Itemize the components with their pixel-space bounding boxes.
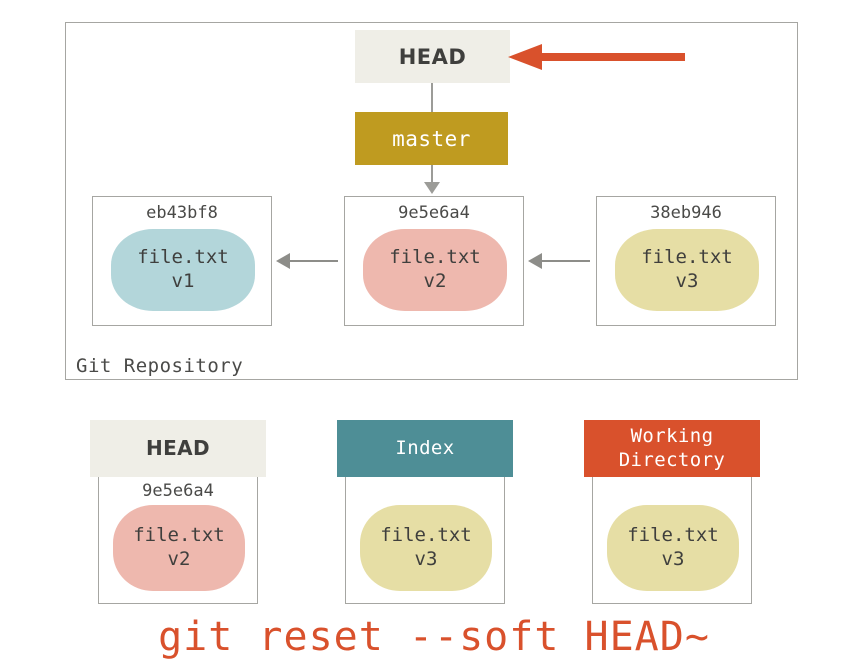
- file-blob: file.txt v2: [113, 505, 245, 591]
- commit-node: 9e5e6a4 file.txt v2: [344, 196, 524, 326]
- blob-filename: file.txt: [137, 246, 229, 269]
- head-box: HEAD: [355, 30, 510, 83]
- blob-filename: file.txt: [389, 246, 481, 269]
- connector-head-to-master: [431, 83, 433, 112]
- commit-link-arrow-icon: [528, 253, 542, 269]
- blob-version: v3: [661, 548, 685, 570]
- file-blob: file.txt v3: [615, 229, 759, 311]
- commit-hash: eb43bf8: [146, 203, 218, 223]
- commit-link-shaft: [290, 260, 338, 262]
- arrow-down-icon: [424, 182, 440, 194]
- git-repository-label: Git Repository: [76, 355, 244, 377]
- panel-header-label: Working Directory: [584, 420, 760, 477]
- command-caption: git reset --soft HEAD~: [158, 614, 710, 660]
- blob-filename: file.txt: [133, 524, 225, 547]
- blob-version: v2: [423, 270, 447, 292]
- blob-version: v1: [171, 270, 195, 292]
- blob-version: v3: [675, 270, 699, 292]
- blob-filename: file.txt: [627, 524, 719, 547]
- blob-version: v2: [167, 548, 191, 570]
- panel-body: 9e5e6a4 file.txt v2: [98, 477, 258, 604]
- blob-filename: file.txt: [641, 246, 733, 269]
- blob-version: v3: [414, 548, 438, 570]
- file-blob: file.txt v3: [360, 505, 492, 591]
- panel-body: file.txt v3: [592, 477, 752, 604]
- file-blob: file.txt v2: [363, 229, 507, 311]
- panel-header-label: Index: [337, 420, 513, 477]
- panel-hash: 9e5e6a4: [142, 481, 214, 501]
- master-branch-box: master: [355, 112, 508, 165]
- commit-hash: 9e5e6a4: [398, 203, 470, 223]
- file-blob: file.txt v1: [111, 229, 255, 311]
- panel-header-label: HEAD: [90, 420, 266, 477]
- red-pointer-arrow-icon: [508, 44, 542, 70]
- commit-node: eb43bf8 file.txt v1: [92, 196, 272, 326]
- connector-master-to-commit: [431, 165, 433, 185]
- commit-link-arrow-icon: [276, 253, 290, 269]
- commit-node: 38eb946 file.txt v3: [596, 196, 776, 326]
- commit-link-shaft: [542, 260, 590, 262]
- panel-body: file.txt v3: [345, 477, 505, 604]
- file-blob: file.txt v3: [607, 505, 739, 591]
- commit-hash: 38eb946: [650, 203, 722, 223]
- red-pointer-arrow-shaft: [540, 53, 685, 61]
- blob-filename: file.txt: [380, 524, 472, 547]
